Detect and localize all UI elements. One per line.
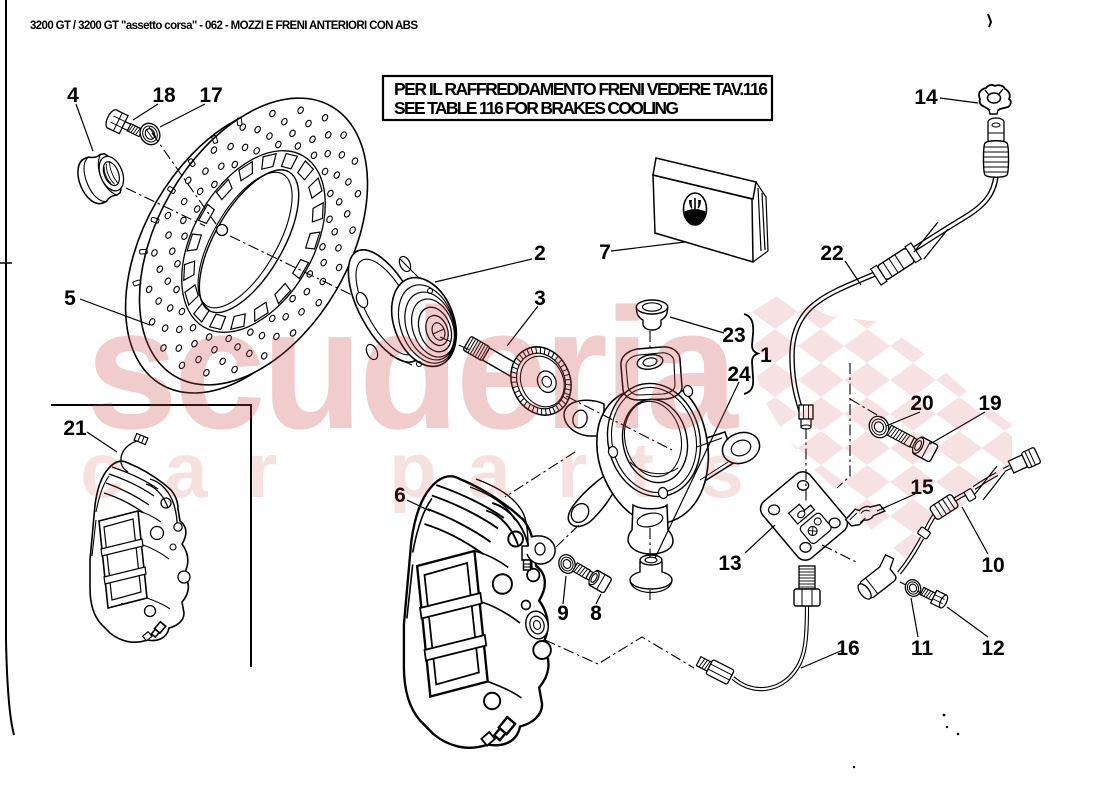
svg-text:4: 4 bbox=[67, 84, 79, 107]
svg-text:16: 16 bbox=[836, 637, 859, 660]
svg-text:6: 6 bbox=[394, 484, 406, 507]
svg-text:SEE TABLE 116 FOR BRAKES COOL: SEE TABLE 116 FOR BRAKES COOLING bbox=[394, 98, 679, 118]
svg-text:2: 2 bbox=[534, 242, 546, 265]
svg-text:3200 GT / 3200 GT "assetto cor: 3200 GT / 3200 GT "assetto corsa" - 062 … bbox=[30, 20, 418, 32]
svg-text:17: 17 bbox=[199, 84, 222, 107]
svg-text:5: 5 bbox=[64, 287, 76, 310]
svg-text:p: p bbox=[389, 426, 437, 514]
svg-text:9: 9 bbox=[557, 602, 569, 625]
svg-text:a: a bbox=[467, 426, 511, 514]
svg-text:11: 11 bbox=[911, 637, 934, 660]
svg-text:7: 7 bbox=[599, 241, 611, 264]
svg-text:21: 21 bbox=[63, 417, 87, 440]
svg-text:13: 13 bbox=[718, 552, 741, 575]
svg-text:t: t bbox=[628, 426, 654, 514]
svg-text:a: a bbox=[164, 426, 208, 514]
svg-text:22: 22 bbox=[820, 242, 843, 265]
svg-text:scuderia: scuderia bbox=[86, 273, 739, 465]
svg-text:8: 8 bbox=[590, 602, 602, 625]
svg-text:c: c bbox=[80, 426, 123, 514]
svg-text:s: s bbox=[700, 426, 743, 514]
svg-text:10: 10 bbox=[981, 554, 1004, 577]
svg-text:12: 12 bbox=[981, 637, 1004, 660]
svg-text:23: 23 bbox=[722, 324, 745, 347]
svg-text:3: 3 bbox=[534, 287, 546, 310]
svg-text:24: 24 bbox=[727, 363, 751, 386]
svg-text:r: r bbox=[247, 426, 277, 514]
svg-text:r: r bbox=[557, 426, 587, 514]
svg-text:14: 14 bbox=[914, 86, 938, 109]
svg-text:18: 18 bbox=[152, 84, 176, 107]
svg-text:PER IL RAFFREDDAMENTO FRENI VE: PER IL RAFFREDDAMENTO FRENI VEDERE TAV.1… bbox=[394, 79, 768, 99]
